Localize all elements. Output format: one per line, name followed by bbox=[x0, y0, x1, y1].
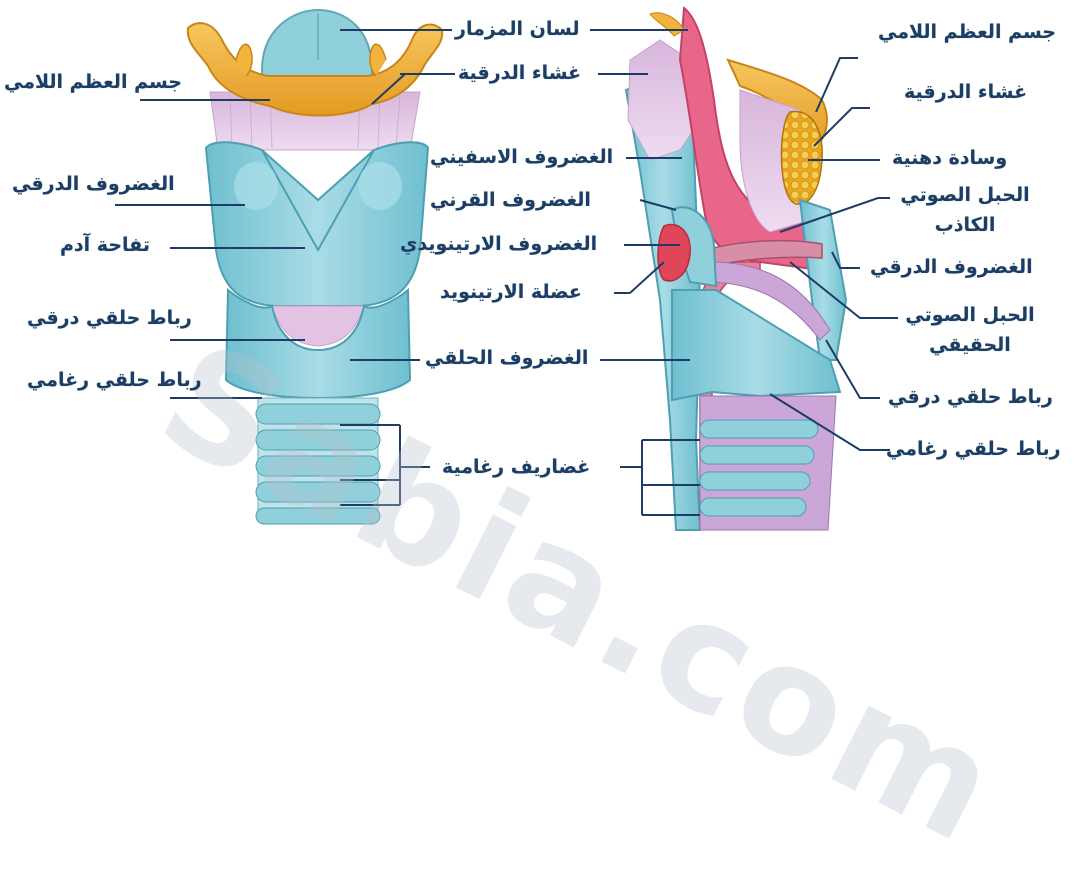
sagittal-larynx bbox=[626, 8, 846, 530]
label-cuneiform-cartilage: الغضروف الاسفيني bbox=[430, 145, 613, 169]
label-cricothyroid-ligament-anterior: رباط حلقي درقي bbox=[27, 306, 192, 330]
label-cricotracheal-ligament-anterior: رباط حلقي رغامي bbox=[27, 368, 202, 392]
label-false-vocal-cord-line1: الحبل الصوتي bbox=[895, 183, 1035, 207]
label-hyoid-body-anterior: جسم العظم اللامي bbox=[4, 70, 182, 94]
label-thyrohyoid-membrane-sagittal: غشاء الدرقية bbox=[904, 80, 1027, 104]
larynx-diagram: Sabia.com جسم العظم اللامي الغضروف الدرق… bbox=[0, 0, 1081, 548]
label-corniculate-cartilage: الغضروف القرني bbox=[430, 188, 591, 212]
label-true-vocal-cord-line2: الحقيقي bbox=[900, 333, 1040, 357]
label-arytenoid-cartilage: الغضروف الارتينويدي bbox=[400, 232, 597, 256]
label-true-vocal-cord-line1: الحبل الصوتي bbox=[900, 303, 1040, 327]
label-cricotracheal-ligament-sagittal: رباط حلقي رغامي bbox=[886, 437, 1061, 461]
sagittal-trachea bbox=[700, 396, 836, 530]
label-tracheal-cartilages: غضاريف رغامية bbox=[442, 455, 590, 479]
label-fat-pad: وسادة دهنية bbox=[892, 146, 1007, 170]
label-thyroid-cartilage-anterior: الغضروف الدرقي bbox=[12, 172, 175, 196]
label-adams-apple: تفاحة آدم bbox=[60, 233, 150, 257]
label-cricoid-cartilage: الغضروف الحلقي bbox=[425, 346, 588, 370]
label-epiglottis: لسان المزمار bbox=[455, 17, 579, 41]
label-false-vocal-cord-line2: الكاذب bbox=[895, 213, 1035, 237]
fat-pad-shape bbox=[782, 112, 823, 205]
label-thyroid-cartilage-sagittal: الغضروف الدرقي bbox=[870, 255, 1033, 279]
label-hyoid-body-sagittal: جسم العظم اللامي bbox=[878, 20, 1056, 44]
label-thyrohyoid-membrane-center: غشاء الدرقية bbox=[458, 61, 581, 85]
thyroid-cartilage-shape bbox=[206, 142, 428, 306]
label-cricothyroid-ligament-sagittal: رباط حلقي درقي bbox=[888, 385, 1053, 409]
label-arytenoid-muscle: عضلة الارتينويد bbox=[440, 280, 582, 304]
